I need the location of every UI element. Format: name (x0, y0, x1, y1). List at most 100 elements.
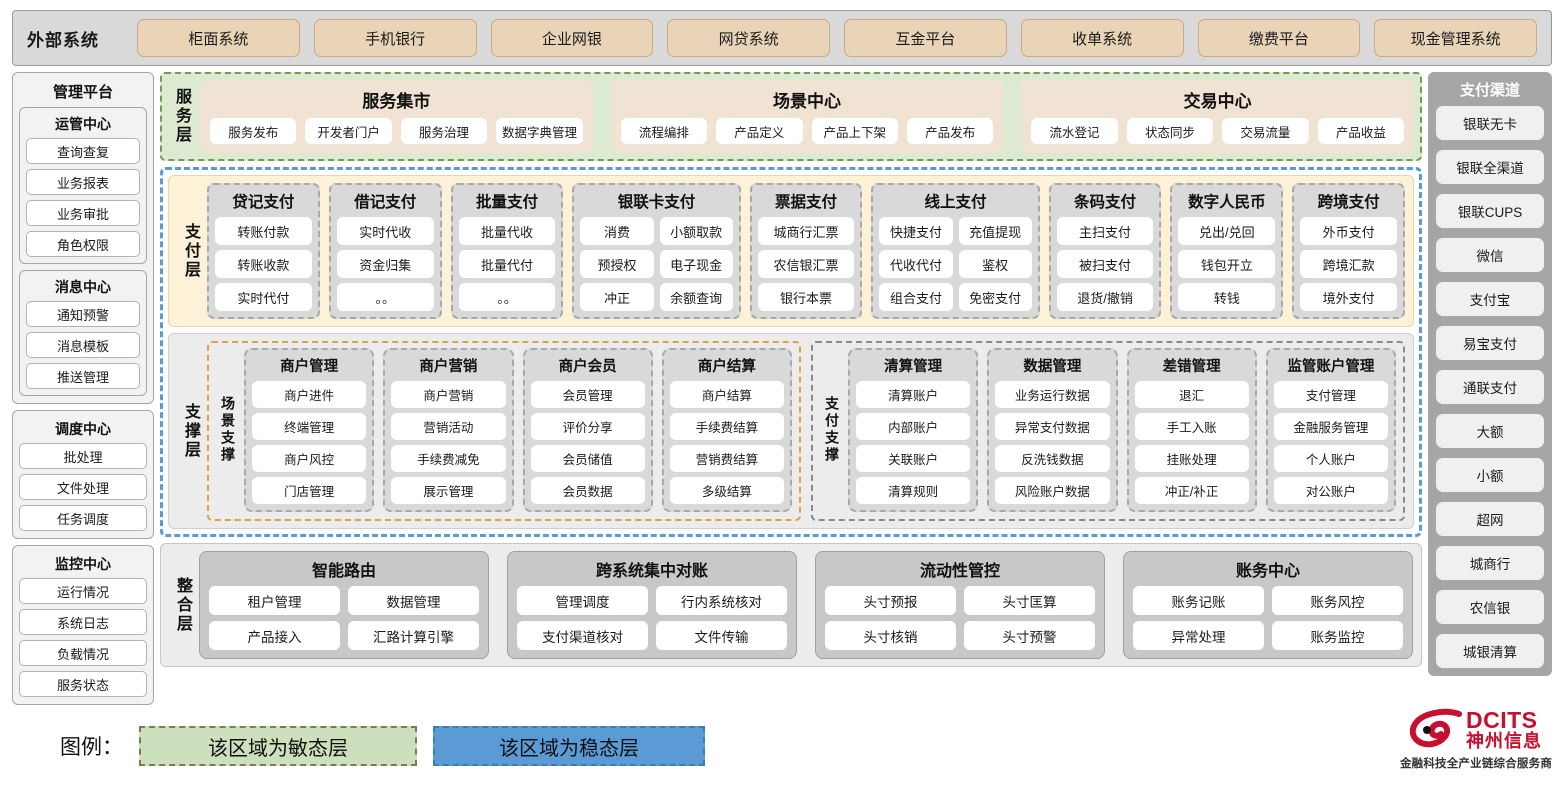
payment-item[interactable]: 转钱 (1178, 283, 1276, 311)
integration-item[interactable]: 支付渠道核对 (517, 621, 648, 650)
support-item[interactable]: 清算账户 (856, 381, 971, 408)
payment-item[interactable]: 批量代收 (458, 217, 556, 245)
service-item[interactable]: 开发者门户 (305, 118, 392, 144)
integration-item[interactable]: 管理调度 (517, 586, 648, 615)
integration-item[interactable]: 汇路计算引擎 (348, 621, 479, 650)
support-item[interactable]: 金融服务管理 (1273, 413, 1388, 440)
support-item[interactable]: 异常支付数据 (995, 413, 1110, 440)
payment-item-placeholder[interactable]: 。。 (458, 283, 556, 311)
support-item[interactable]: 商户营销 (391, 381, 506, 408)
support-item[interactable]: 业务运行数据 (995, 381, 1110, 408)
support-item[interactable]: 终端管理 (252, 413, 367, 440)
external-system-item[interactable]: 互金平台 (844, 19, 1007, 57)
payment-item[interactable]: 境外支付 (1300, 283, 1398, 311)
integration-item[interactable]: 行内系统核对 (656, 586, 787, 615)
payment-item[interactable]: 资金归集 (336, 250, 434, 278)
payment-item[interactable]: 钱包开立 (1178, 250, 1276, 278)
support-item[interactable]: 反洗钱数据 (995, 445, 1110, 472)
menu-item[interactable]: 运行情况 (19, 578, 147, 604)
service-item[interactable]: 状态同步 (1126, 118, 1214, 144)
menu-item[interactable]: 系统日志 (19, 609, 147, 635)
payment-item[interactable]: 转账付款 (215, 217, 312, 245)
menu-item[interactable]: 负载情况 (19, 640, 147, 666)
support-item[interactable]: 支付管理 (1273, 381, 1388, 408)
channel-item[interactable]: 易宝支付 (1436, 326, 1544, 360)
channel-item[interactable]: 小额 (1436, 458, 1544, 492)
external-system-item[interactable]: 缴费平台 (1197, 19, 1361, 57)
payment-item[interactable]: 免密支付 (958, 283, 1032, 311)
menu-item[interactable]: 批处理 (19, 443, 147, 469)
external-system-item[interactable]: 企业网银 (490, 19, 654, 57)
service-item[interactable]: 产品定义 (716, 118, 803, 144)
support-item[interactable]: 营销活动 (391, 413, 506, 440)
payment-item[interactable]: 冲正 (580, 283, 654, 311)
payment-item[interactable]: 快捷支付 (879, 217, 953, 245)
support-item[interactable]: 退汇 (1134, 381, 1249, 408)
integration-item[interactable]: 产品接入 (209, 621, 340, 650)
channel-item[interactable]: 微信 (1436, 238, 1544, 272)
menu-item[interactable]: 角色权限 (26, 231, 140, 257)
support-item[interactable]: 商户进件 (252, 381, 367, 408)
channel-item[interactable]: 支付宝 (1436, 282, 1544, 316)
service-item[interactable]: 产品收益 (1317, 118, 1405, 144)
support-item[interactable]: 手续费减免 (391, 445, 506, 472)
service-item[interactable]: 流水登记 (1031, 118, 1118, 144)
payment-item[interactable]: 兑出/兑回 (1178, 217, 1276, 245)
integration-item[interactable]: 头寸匡算 (964, 586, 1095, 615)
external-system-item[interactable]: 柜面系统 (137, 19, 300, 57)
channel-item[interactable]: 农信银 (1436, 590, 1544, 624)
service-item[interactable]: 数据字典管理 (496, 118, 583, 144)
integration-item[interactable]: 头寸预报 (825, 586, 956, 615)
payment-item[interactable]: 实时代收 (336, 217, 434, 245)
support-item[interactable]: 冲正/补正 (1134, 477, 1249, 504)
integration-item[interactable]: 头寸预警 (964, 621, 1095, 650)
support-item[interactable]: 清算规则 (856, 477, 971, 504)
support-item[interactable]: 多级结算 (669, 477, 784, 504)
payment-item[interactable]: 组合支付 (879, 283, 953, 311)
payment-item[interactable]: 城商行汇票 (757, 217, 855, 245)
support-item[interactable]: 评价分享 (530, 413, 645, 440)
service-item[interactable]: 产品发布 (906, 118, 994, 144)
payment-item[interactable]: 外币支付 (1300, 217, 1398, 245)
payment-item[interactable]: 电子现金 (659, 250, 733, 278)
channel-item[interactable]: 通联支付 (1436, 370, 1544, 404)
integration-item[interactable]: 租户管理 (209, 586, 340, 615)
menu-item[interactable]: 任务调度 (19, 505, 147, 531)
support-item[interactable]: 门店管理 (252, 477, 367, 504)
support-item[interactable]: 手工入账 (1134, 413, 1249, 440)
support-item[interactable]: 展示管理 (391, 477, 506, 504)
service-item[interactable]: 流程编排 (620, 118, 708, 144)
menu-item[interactable]: 消息模板 (26, 332, 140, 358)
channel-item[interactable]: 超网 (1436, 502, 1544, 536)
integration-item[interactable]: 文件传输 (656, 621, 787, 650)
menu-item[interactable]: 服务状态 (19, 671, 147, 697)
menu-item[interactable]: 通知预警 (26, 301, 140, 327)
service-item[interactable]: 服务治理 (400, 118, 488, 144)
channel-item[interactable]: 银联CUPS (1436, 194, 1544, 228)
menu-item[interactable]: 文件处理 (19, 474, 147, 500)
support-item[interactable]: 挂账处理 (1134, 445, 1249, 472)
support-item[interactable]: 会员数据 (530, 477, 645, 504)
support-item[interactable]: 手续费结算 (669, 413, 784, 440)
external-system-item[interactable]: 网贷系统 (667, 19, 830, 57)
channel-item[interactable]: 大额 (1436, 414, 1544, 448)
support-item[interactable]: 营销费结算 (669, 445, 784, 472)
menu-item[interactable]: 推送管理 (26, 363, 140, 389)
integration-item[interactable]: 头寸核销 (825, 621, 956, 650)
integration-item[interactable]: 账务监控 (1272, 621, 1403, 650)
support-item[interactable]: 会员管理 (530, 381, 645, 408)
payment-item-placeholder[interactable]: 。。 (336, 283, 434, 311)
menu-item[interactable]: 查询查复 (26, 138, 140, 164)
payment-item[interactable]: 农信银汇票 (757, 250, 855, 278)
payment-item[interactable]: 鉴权 (958, 250, 1032, 278)
external-system-item[interactable]: 收单系统 (1020, 19, 1184, 57)
integration-item[interactable]: 异常处理 (1133, 621, 1264, 650)
integration-item[interactable]: 数据管理 (348, 586, 479, 615)
support-item[interactable]: 商户风控 (252, 445, 367, 472)
payment-item[interactable]: 银行本票 (757, 283, 855, 311)
integration-item[interactable]: 账务风控 (1272, 586, 1403, 615)
service-item[interactable]: 交易流量 (1222, 118, 1309, 144)
payment-item[interactable]: 跨境汇款 (1300, 250, 1398, 278)
channel-item[interactable]: 城银清算 (1436, 634, 1544, 668)
menu-item[interactable]: 业务报表 (26, 169, 140, 195)
